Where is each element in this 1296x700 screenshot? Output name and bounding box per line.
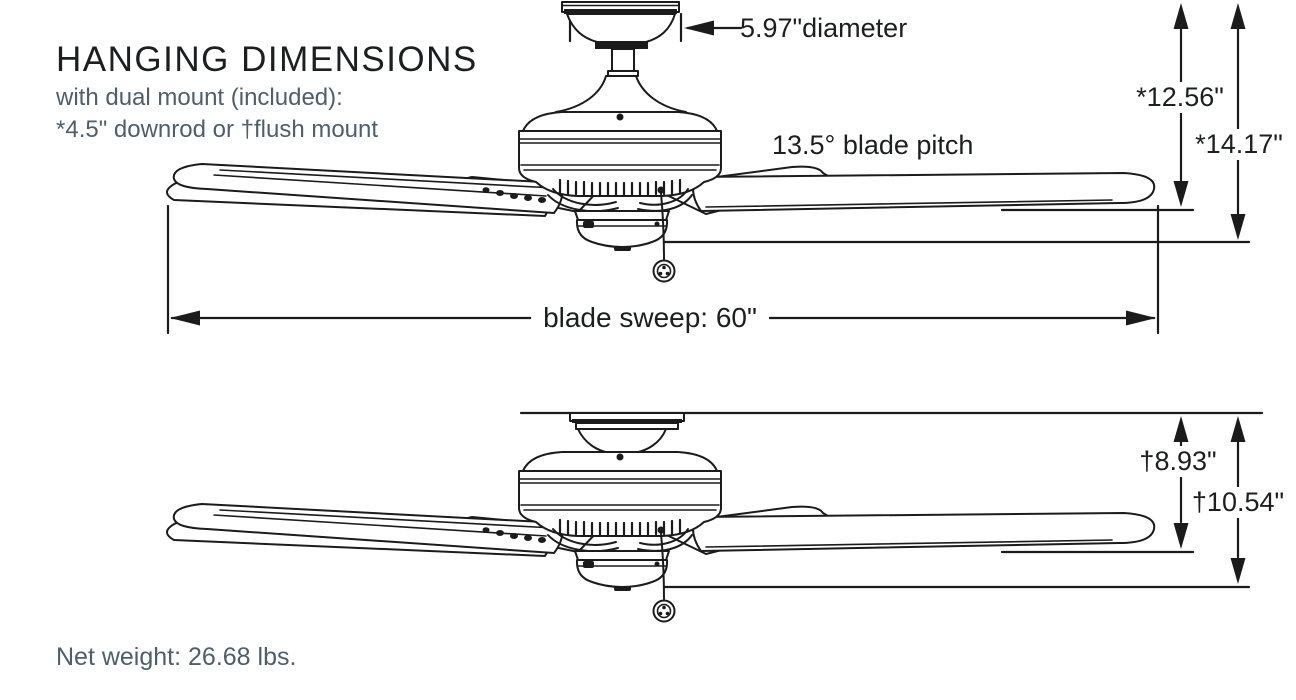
page-title: HANGING DIMENSIONS — [56, 40, 478, 79]
dimension-annotations — [166, 3, 1264, 589]
blade-pitch-label: 13.5° blade pitch — [772, 130, 974, 160]
downrod-overall-height-label: *14.17" — [1190, 129, 1288, 160]
fan-top-illustration — [165, 1, 1156, 283]
fan-bottom-illustration — [165, 412, 1156, 623]
net-weight-label: Net weight: 26.68 lbs. — [56, 643, 297, 671]
downrod-height-to-blade-label: *12.56" — [1131, 82, 1229, 113]
subtitle-dual-mount: with dual mount (included): — [56, 84, 343, 111]
canopy-diameter-label: 5.97"diameter — [740, 13, 908, 43]
flush-overall-height-label: †10.54" — [1186, 487, 1290, 518]
subtitle-downrod-flush: *4.5" downrod or †flush mount — [56, 116, 379, 143]
blade-sweep-label: blade sweep: 60" — [531, 302, 769, 334]
flush-height-to-blade-label: †8.93" — [1134, 446, 1222, 477]
